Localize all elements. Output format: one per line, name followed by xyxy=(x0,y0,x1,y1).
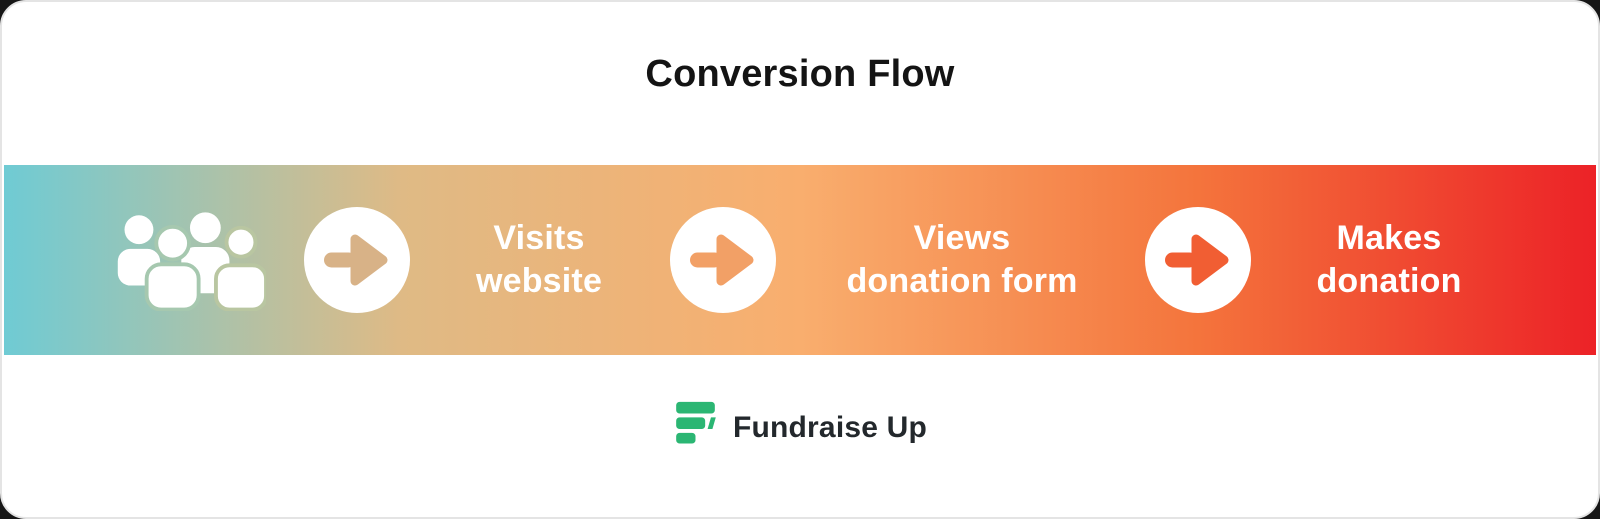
step-label-line: donation form xyxy=(846,262,1078,300)
step-label-line: website xyxy=(475,262,603,300)
step-label: Visits website xyxy=(422,165,656,355)
fundraise-up-logo-icon xyxy=(676,401,716,444)
conversion-flow-band: Visits website Views donation form Makes… xyxy=(4,165,1596,355)
arrow-right-icon xyxy=(304,207,410,313)
step-label-line: Makes xyxy=(1336,219,1442,257)
page-title: Conversion Flow xyxy=(645,53,955,95)
step-label-line: Visits xyxy=(493,219,585,257)
step-label-line: donation xyxy=(1316,262,1462,300)
brand-footer: Fundraise Up xyxy=(2,399,1598,457)
people-group-icon xyxy=(117,212,266,311)
step-label: Views donation form xyxy=(802,165,1122,355)
step-label: Makes donation xyxy=(1267,165,1511,355)
arrow-right-icon xyxy=(1145,207,1251,313)
step-label-line: Views xyxy=(913,219,1011,257)
arrow-right-icon xyxy=(670,207,776,313)
brand-name: Fundraise Up xyxy=(732,411,928,444)
